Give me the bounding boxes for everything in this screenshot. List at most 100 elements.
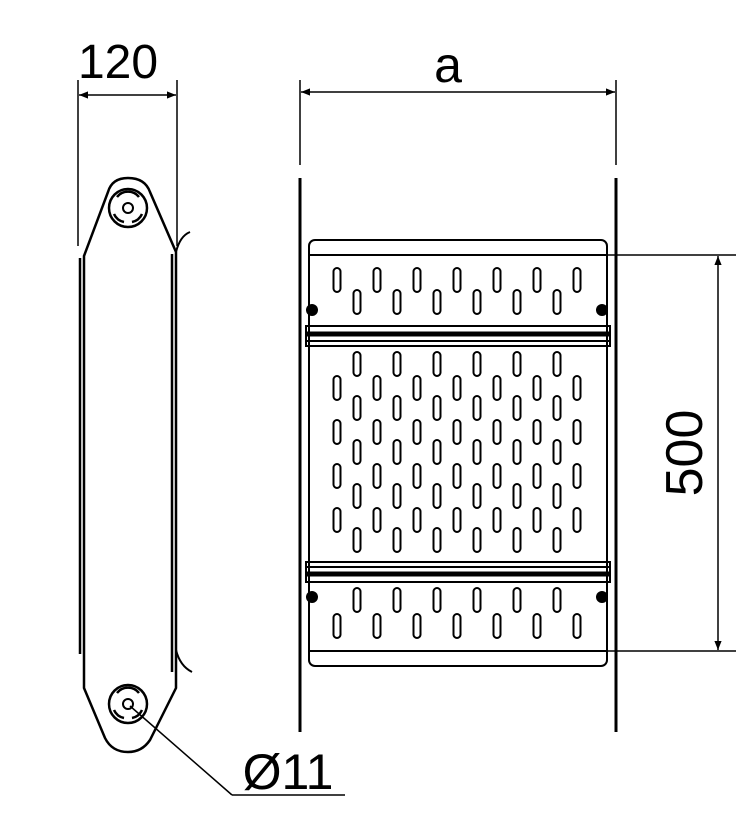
perforation-slot xyxy=(532,613,542,639)
perforation-slot xyxy=(372,375,382,401)
perforation-slot xyxy=(412,267,422,293)
perforation-slot xyxy=(412,507,422,533)
perforation-slot xyxy=(372,463,382,489)
perforation-slot xyxy=(452,419,462,445)
bolt-dot xyxy=(596,591,608,603)
perforation-slot xyxy=(572,613,582,639)
perforation-slot xyxy=(412,463,422,489)
perforation-slot xyxy=(372,419,382,445)
perforation-slot xyxy=(492,613,502,639)
perforation-slot xyxy=(392,483,402,509)
perforation-slot xyxy=(412,419,422,445)
bolt-dot xyxy=(306,304,318,316)
bolt-dot xyxy=(596,304,608,316)
perforation-slot xyxy=(352,351,362,377)
perforation-slot xyxy=(432,483,442,509)
perforation-slot xyxy=(512,351,522,377)
perforation-slot xyxy=(532,463,542,489)
height-dimension-label: 500 xyxy=(656,410,714,497)
perforation-slot xyxy=(392,395,402,421)
perforation-slot xyxy=(332,375,342,401)
perforation-slot xyxy=(412,375,422,401)
perforation-slot xyxy=(352,395,362,421)
perforation-slot xyxy=(472,439,482,465)
top-mounting-hole xyxy=(107,187,149,229)
perforation-slot xyxy=(512,439,522,465)
perforation-slot xyxy=(552,527,562,553)
perforation-slot xyxy=(412,613,422,639)
perforation-slot xyxy=(492,375,502,401)
perforation-slot xyxy=(532,375,542,401)
perforation-slot xyxy=(472,483,482,509)
perforation-slot xyxy=(552,351,562,377)
perforation-slot xyxy=(512,587,522,613)
perforation-slot xyxy=(352,439,362,465)
upper-crossbar xyxy=(305,304,611,347)
width-dimension-label: 120 xyxy=(78,36,158,89)
perforation-slot xyxy=(472,395,482,421)
perforation-slot xyxy=(552,289,562,315)
perforation-slot xyxy=(392,439,402,465)
perforation-slot xyxy=(432,587,442,613)
hole-diameter-label: Ø11 xyxy=(243,744,334,800)
side-view: 120 Ø11 xyxy=(77,36,345,800)
perforation-slot xyxy=(472,351,482,377)
perforation-slot xyxy=(392,587,402,613)
perforation-slot xyxy=(492,507,502,533)
perforation-slot xyxy=(432,527,442,553)
perforation-slot xyxy=(552,483,562,509)
perforation-slot xyxy=(452,267,462,293)
perforation-slot xyxy=(392,351,402,377)
side-view-outline xyxy=(82,176,178,754)
perforation-slot xyxy=(572,267,582,293)
perforation-slot xyxy=(372,267,382,293)
perforation-slot xyxy=(512,395,522,421)
perforation-slot xyxy=(352,289,362,315)
perforation-slot xyxy=(492,419,502,445)
perforation-slot xyxy=(452,375,462,401)
perforation-slot xyxy=(532,267,542,293)
perforation-slot xyxy=(332,613,342,639)
perforation-slot xyxy=(332,419,342,445)
perforation-slot xyxy=(372,613,382,639)
perforation-slot xyxy=(572,375,582,401)
perforation-slot xyxy=(552,395,562,421)
perforation-slot xyxy=(572,419,582,445)
length-dimension-label: a xyxy=(434,37,462,93)
front-view: a 500 xyxy=(298,37,736,732)
perforation-slot xyxy=(552,439,562,465)
perforation-slot xyxy=(452,613,462,639)
perforation-slot xyxy=(532,507,542,533)
perforation-slot xyxy=(492,463,502,489)
perforation-slot xyxy=(392,527,402,553)
perforation-slot xyxy=(432,351,442,377)
perforation-slot xyxy=(332,267,342,293)
lower-crossbar xyxy=(305,561,611,603)
perforation-slot xyxy=(512,527,522,553)
perforation-slot xyxy=(572,463,582,489)
perforation-slot xyxy=(352,483,362,509)
perforation-slot xyxy=(552,587,562,613)
perforation-slot xyxy=(472,587,482,613)
perforation-slot xyxy=(512,289,522,315)
perforation-slot xyxy=(352,587,362,613)
bolt-dot xyxy=(306,591,318,603)
perforation-slot xyxy=(432,439,442,465)
perforation-slot xyxy=(352,527,362,553)
perforation-slot xyxy=(472,527,482,553)
perforation-slot xyxy=(432,289,442,315)
side-view-bend-line xyxy=(175,231,191,253)
perforation-slot xyxy=(512,483,522,509)
perforation-slot xyxy=(532,419,542,445)
perforation-pattern xyxy=(332,267,582,639)
perforation-slot xyxy=(332,507,342,533)
side-view-bend-line xyxy=(175,649,193,673)
perforation-slot xyxy=(432,395,442,421)
perforation-slot xyxy=(492,267,502,293)
tray-plate-outer xyxy=(308,239,608,667)
perforation-slot xyxy=(332,463,342,489)
perforation-slot xyxy=(452,463,462,489)
perforation-slot xyxy=(452,507,462,533)
hole-leader-line xyxy=(129,705,233,796)
